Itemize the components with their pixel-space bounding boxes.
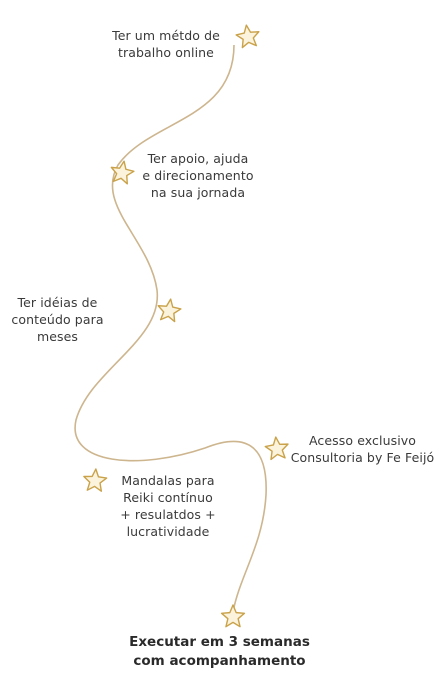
journey-path <box>74 44 267 613</box>
star-icon-4 <box>264 436 289 461</box>
milestone-label-4: Acesso exclusivo Consultoria by Fe Feijó <box>290 433 435 465</box>
milestone-label-2: Ter apoio, ajuda e direcionamento na sua… <box>142 151 254 200</box>
milestone-label-5: Mandalas para Reiki contínuo + resulatdo… <box>120 473 216 539</box>
star-icon-final <box>220 604 246 628</box>
milestone-label-1: Ter um métdo de trabalho online <box>112 28 220 60</box>
star-icon-2 <box>110 160 135 185</box>
final-goal-label: Executar em 3 semanas com acompanhamento <box>129 634 310 669</box>
star-icon-5 <box>83 468 108 492</box>
milestone-label-3: Ter idéias de conteúdo para meses <box>11 295 104 344</box>
star-icon-3 <box>157 298 182 323</box>
star-icon-1 <box>235 24 260 49</box>
